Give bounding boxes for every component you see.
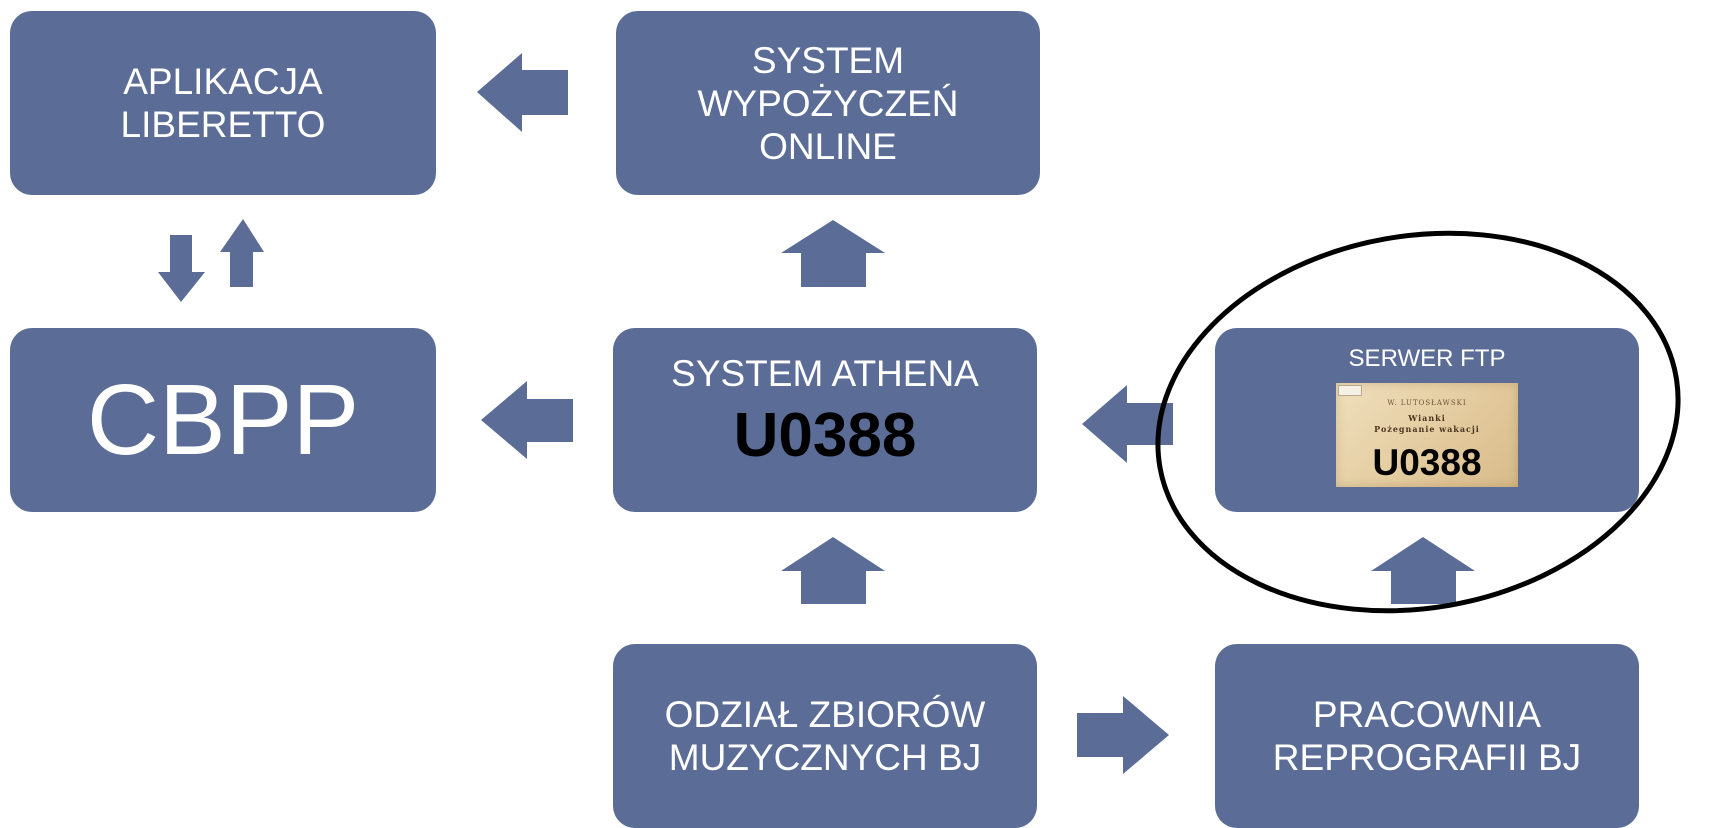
box-label: PRACOWNIA REPROGRAFII BJ xyxy=(1272,694,1582,778)
library-stamp xyxy=(1338,385,1362,396)
arrow-right-icon xyxy=(1077,696,1169,774)
arrow-up-icon xyxy=(781,220,885,287)
box-label: CBPP xyxy=(86,364,360,476)
box-label: SYSTEM ATHENA xyxy=(671,353,979,394)
box-label: SERWER FTP xyxy=(1348,345,1506,372)
box-system-wypozyczen-online: SYSTEM WYPOŻYCZEŃ ONLINE xyxy=(616,11,1040,195)
box-cbpp: CBPP xyxy=(10,328,436,512)
box-odzial-zbiorow-muzycznych: ODZIAŁ ZBIORÓW MUZYCZNYCH BJ xyxy=(613,644,1037,828)
signature-code: U0388 xyxy=(733,401,917,470)
box-label: ODZIAŁ ZBIORÓW MUZYCZNYCH BJ xyxy=(664,694,986,778)
box-aplikacja-liberetto: APLIKACJA LIBERETTO xyxy=(10,11,436,195)
box-serwer-ftp: SERWER FTP W. LUTOSŁAWSKI Wianki Pożegna… xyxy=(1215,328,1639,512)
arrow-left-icon xyxy=(481,381,573,459)
arrow-up-icon xyxy=(781,537,885,604)
thumbnail-code: U0388 xyxy=(1372,442,1482,483)
arrow-left-icon xyxy=(477,53,568,132)
box-label: APLIKACJA LIBERETTO xyxy=(120,61,326,145)
arrow-up-icon xyxy=(220,219,264,287)
thumbnail-author: W. LUTOSŁAWSKI xyxy=(1387,399,1467,407)
arrow-down-icon xyxy=(158,235,205,302)
thumbnail-subtitle: Pożegnanie wakacji xyxy=(1374,424,1480,434)
thumbnail-title: Wianki xyxy=(1408,413,1446,423)
box-label: SYSTEM WYPOŻYCZEŃ ONLINE xyxy=(697,39,959,167)
box-pracownia-reprografii: PRACOWNIA REPROGRAFII BJ xyxy=(1215,644,1639,828)
arrow-left-icon xyxy=(1082,385,1173,463)
thumbnail-small-print: · · · xyxy=(1423,436,1431,441)
score-cover-thumbnail: W. LUTOSŁAWSKI Wianki Pożegnanie wakacji… xyxy=(1336,383,1518,487)
arrow-up-icon xyxy=(1371,537,1475,604)
box-system-athena: SYSTEM ATHENA U0388 xyxy=(613,328,1037,512)
